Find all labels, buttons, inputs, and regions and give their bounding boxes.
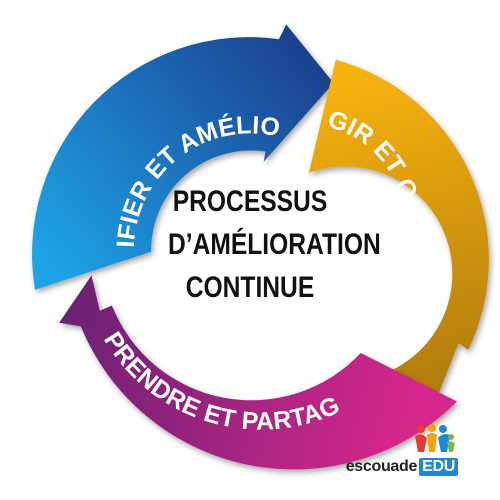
figure-body-2 [427, 433, 437, 452]
center-title-line-2: D’AMÉLIORATION [168, 228, 381, 261]
figure-body-4 [447, 441, 455, 452]
figure-head-1 [417, 425, 425, 433]
center-title: PROCESSUS D’AMÉLIORATION CONTINUE [168, 180, 381, 309]
arrow-blue [32, 24, 334, 290]
center-title-line-1: PROCESSUS [172, 185, 328, 218]
brand-name-part2: EDU [419, 458, 458, 476]
people-logo-icon [415, 424, 455, 452]
figure-head-3 [439, 425, 447, 433]
center-title-line-3: CONTINUE [185, 271, 315, 304]
figure-body-1 [415, 434, 427, 452]
arrow-gold [308, 59, 489, 393]
arrow-magenta [59, 275, 457, 470]
figure-head-2 [428, 424, 436, 432]
figure-head-4 [448, 434, 454, 440]
figure-body-3 [438, 434, 450, 452]
brand-name-part1: escouade [345, 458, 418, 475]
